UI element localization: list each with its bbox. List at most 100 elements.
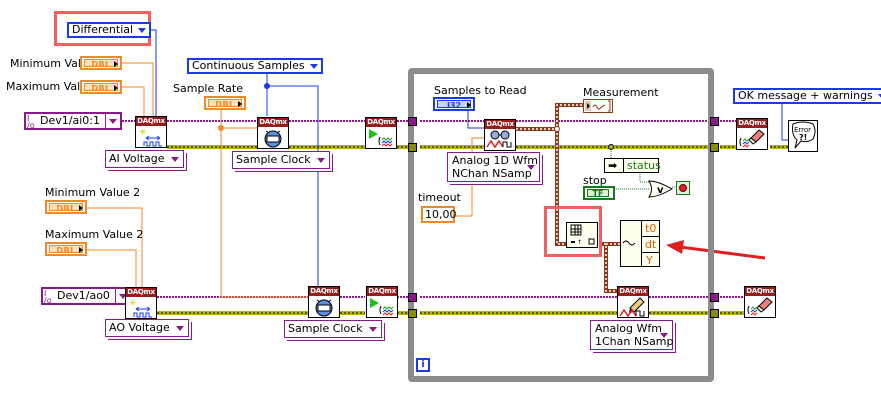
timeout-label: timeout	[418, 191, 461, 204]
dropdown-arrow-icon	[527, 165, 535, 170]
terminal-config-value: Differential	[72, 23, 134, 36]
daqmx-timing-ao[interactable]: DAQmx	[308, 286, 340, 318]
loop-tunnel-ao-task-in	[408, 293, 417, 302]
waveform-wires[interactable]	[516, 103, 620, 293]
or-function-icon[interactable]: v	[648, 180, 674, 198]
daqmx-start-task-ao[interactable]: DAQmx	[366, 286, 398, 318]
index-array-icon: ↑	[570, 224, 595, 246]
iteration-terminal[interactable]: i	[416, 358, 430, 372]
index-array-function[interactable]: ↑	[566, 222, 598, 248]
dropdown-arrow-icon[interactable]	[104, 114, 120, 128]
min-value-control[interactable]: DBL	[80, 56, 122, 70]
arrow-right-icon: ➡	[608, 159, 618, 172]
min-value-label: Minimum Value	[10, 57, 95, 70]
svg-text:✳: ✳	[129, 299, 137, 309]
stop-label: stop	[583, 174, 607, 187]
tf-type-label: TF	[587, 189, 609, 198]
sample-clock-selector-ao[interactable]: Sample Clock	[284, 320, 382, 338]
simple-error-handler[interactable]: Error?!	[788, 120, 818, 152]
daqmx-read[interactable]: DAQmx	[484, 119, 516, 151]
vi-header: DAQmx	[745, 287, 775, 296]
output-terminal-icon	[238, 101, 242, 107]
dropdown-arrow-icon	[175, 326, 184, 331]
unbundle-status[interactable]: ➡ status	[604, 158, 661, 173]
dbl-type-label: DBL	[49, 203, 83, 213]
timeout-value-constant[interactable]: 10,00	[421, 206, 457, 223]
ao-voltage-selector[interactable]: AO Voltage	[105, 319, 189, 337]
daqmx-write[interactable]: DAQmx	[617, 286, 649, 318]
error-mode-value: OK message + warnings	[738, 89, 873, 102]
clear-task-eraser-icon	[747, 297, 773, 316]
ao-voltage-value: AO Voltage	[109, 321, 170, 334]
i32-type-label: I32	[437, 100, 471, 110]
ao-channel-value: Dev1/ao0	[57, 289, 110, 302]
error-mode-ring[interactable]: OK message + warnings	[733, 88, 881, 104]
sample-mode-value: Continuous Samples	[192, 59, 305, 72]
daqmx-clear-task-ai[interactable]: DAQmx	[736, 118, 768, 150]
read-type-value: Analog 1D Wfm NChan NSamp	[452, 154, 538, 180]
daqmx-clear-task-ao[interactable]: DAQmx	[744, 286, 776, 318]
loop-tunnel-ao-error-in	[408, 309, 417, 318]
clear-task-eraser-icon	[739, 129, 765, 148]
loop-tunnel-ai-error-in	[408, 143, 417, 152]
samples-to-read-control[interactable]: I32	[433, 97, 475, 111]
clock-icon	[264, 130, 282, 148]
dropdown-arrow-icon	[316, 158, 325, 163]
highlight-box-build-waveform	[544, 206, 602, 257]
start-task-icon	[370, 298, 394, 316]
daqmx-timing-ai[interactable]: DAQmx	[257, 117, 289, 149]
min-value2-control[interactable]: DBL	[45, 200, 87, 214]
max-value-label: Maximum Value	[6, 80, 94, 93]
dropdown-arrow-icon[interactable]	[114, 289, 130, 303]
write-pencil-icon	[619, 297, 645, 318]
while-loop[interactable]	[408, 68, 714, 382]
dropdown-arrow-icon	[170, 157, 179, 162]
max-value2-label: Maximum Value 2	[45, 228, 144, 241]
measurement-indicator[interactable]	[583, 99, 613, 113]
read-type-selector[interactable]: Analog 1D Wfm NChan NSamp	[447, 152, 540, 182]
ai-voltage-selector[interactable]: AI Voltage	[105, 150, 184, 168]
io-channel-icon: I/o	[27, 114, 35, 130]
sample-rate-control[interactable]: DBL	[204, 96, 246, 110]
dbl-type-label: DBL	[49, 245, 83, 255]
clock-icon	[315, 299, 333, 317]
sample-mode-ring[interactable]: Continuous Samples	[187, 58, 323, 74]
loop-tunnel-ai-task-out	[710, 117, 719, 126]
waveform-field-y: Y	[646, 254, 653, 267]
dropdown-arrow-icon	[660, 333, 668, 338]
dbl-type-label: DBL	[84, 83, 118, 93]
build-waveform-function[interactable]: t0 dt Y	[620, 220, 660, 267]
svg-text:✳: ✳	[139, 128, 147, 138]
waveform-array-icon	[585, 100, 611, 112]
vi-header: DAQmx	[258, 118, 288, 127]
io-channel-icon: I/o	[44, 289, 52, 305]
daqmx-create-channel-ai[interactable]: DAQmx ✳	[135, 116, 167, 148]
start-task-icon	[369, 129, 393, 147]
vi-header: DAQmx	[366, 118, 396, 127]
stop-button-control[interactable]: TF	[583, 186, 615, 200]
loop-tunnel-ai-task-in	[408, 117, 417, 126]
stop-condition-terminal[interactable]	[676, 181, 690, 195]
daqmx-start-task-ai[interactable]: DAQmx	[365, 117, 397, 149]
sample-rate-label: Sample Rate	[173, 82, 243, 95]
dbl-type-label: DBL	[208, 99, 242, 109]
sample-clock-value: Sample Clock	[236, 153, 311, 166]
ai-channel-constant[interactable]: I/o Dev1/ai0:1	[24, 112, 122, 130]
max-value-control[interactable]: DBL	[80, 80, 122, 94]
max-value2-control[interactable]: DBL	[45, 242, 87, 256]
write-type-value: Analog Wfm 1Chan NSamp	[595, 322, 674, 348]
terminal-config-ring[interactable]: Differential	[67, 22, 152, 38]
sample-clock-selector-ai[interactable]: Sample Clock	[232, 151, 330, 169]
timeout-value: 10,00	[425, 208, 457, 221]
loop-tunnel-ao-task-out	[710, 293, 719, 302]
stop-sign-icon	[679, 184, 687, 192]
vi-header: DAQmx	[136, 117, 166, 126]
measurement-label: Measurement	[583, 86, 659, 99]
ao-channel-constant[interactable]: I/o Dev1/ao0	[41, 287, 132, 305]
output-terminal-icon	[114, 85, 118, 91]
daqmx-create-channel-ao[interactable]: DAQmx ✳	[125, 287, 157, 319]
write-type-selector[interactable]: Analog Wfm 1Chan NSamp	[590, 320, 674, 350]
waveform-icon	[622, 240, 636, 246]
svg-text:?!: ?!	[799, 133, 807, 142]
